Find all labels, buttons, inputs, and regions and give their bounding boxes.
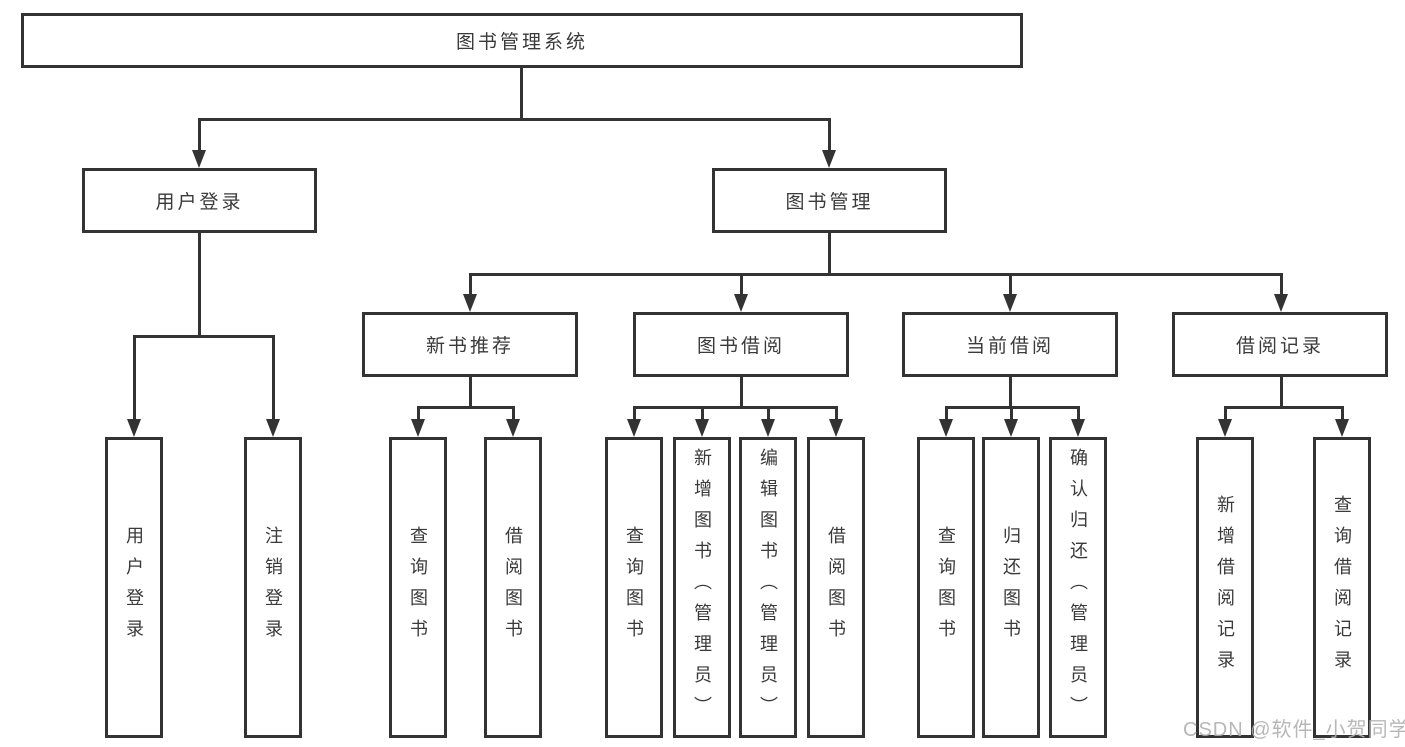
connector-to-leaf bbox=[512, 406, 515, 422]
connector-current-borrow-stub bbox=[1009, 377, 1012, 409]
leaf-edit-books-admin: 编辑图书（管理员） bbox=[739, 437, 797, 738]
node-library-management-system: 图书管理系统 bbox=[21, 13, 1023, 68]
arrow-down-icon bbox=[506, 419, 520, 437]
connector-to-new-book-recommend bbox=[469, 273, 472, 297]
connector-new-book-branch bbox=[417, 406, 514, 409]
leaf-add-books-admin: 新增图书（管理员） bbox=[673, 437, 731, 738]
connector-to-current-borrow bbox=[1009, 273, 1012, 297]
arrow-down-icon bbox=[1071, 419, 1085, 437]
connector-to-leaf bbox=[1010, 406, 1013, 422]
arrow-down-icon bbox=[1004, 419, 1018, 437]
connector-to-leaf bbox=[835, 406, 838, 422]
node-borrow-records: 借阅记录 bbox=[1172, 312, 1388, 377]
arrow-down-icon bbox=[939, 419, 953, 437]
node-current-borrow: 当前借阅 bbox=[902, 312, 1118, 377]
connector-borrow-records-branch bbox=[1224, 406, 1343, 409]
arrow-down-icon bbox=[761, 419, 775, 437]
connector-root-stub bbox=[520, 68, 523, 120]
node-new-book-recommend: 新书推荐 bbox=[362, 312, 578, 377]
connector-to-leaf bbox=[701, 406, 704, 422]
connector-to-book-management bbox=[828, 118, 831, 154]
leaf-logout: 注销登录 bbox=[244, 437, 302, 738]
connector-to-leaf bbox=[133, 335, 136, 421]
connector-to-leaf bbox=[633, 406, 636, 422]
connector-to-leaf bbox=[767, 406, 770, 422]
csdn-watermark: CSDN @软件_小贺同学 bbox=[1183, 719, 1405, 741]
arrow-down-icon bbox=[463, 294, 477, 312]
leaf-user-login: 用户登录 bbox=[105, 437, 163, 738]
connector-book-borrow-stub bbox=[740, 377, 743, 409]
arrow-down-icon bbox=[627, 419, 641, 437]
leaf-query-books: 查询图书 bbox=[917, 437, 975, 738]
connector-borrow-records-stub bbox=[1280, 377, 1283, 409]
connector-to-leaf bbox=[417, 406, 420, 422]
arrow-down-icon bbox=[411, 419, 425, 437]
leaf-query-books: 查询图书 bbox=[605, 437, 663, 738]
connector-user-login-stub bbox=[198, 233, 201, 338]
leaf-borrow-books: 借阅图书 bbox=[807, 437, 865, 738]
connector-level3-branch bbox=[469, 273, 1282, 276]
arrow-down-icon bbox=[192, 150, 206, 168]
connector-to-leaf bbox=[1224, 406, 1227, 422]
connector-to-leaf bbox=[945, 406, 948, 422]
connector-to-leaf bbox=[272, 335, 275, 421]
connector-new-book-stub bbox=[469, 377, 472, 409]
leaf-borrow-books: 借阅图书 bbox=[484, 437, 542, 738]
leaf-query-books: 查询图书 bbox=[389, 437, 447, 738]
leaf-add-borrow-record: 新增借阅记录 bbox=[1196, 437, 1254, 738]
arrow-down-icon bbox=[266, 419, 280, 437]
connector-book-management-stub bbox=[828, 233, 831, 276]
arrow-down-icon bbox=[695, 419, 709, 437]
leaf-return-books: 归还图书 bbox=[982, 437, 1040, 738]
arrow-down-icon bbox=[1335, 419, 1349, 437]
connector-book-borrow-branch bbox=[633, 406, 837, 409]
connector-to-leaf bbox=[1341, 406, 1344, 422]
node-book-management: 图书管理 bbox=[712, 168, 947, 233]
connector-to-borrow-records bbox=[1280, 273, 1283, 297]
connector-to-user-login bbox=[198, 118, 201, 154]
arrow-down-icon bbox=[829, 419, 843, 437]
arrow-down-icon bbox=[734, 294, 748, 312]
connector-to-leaf bbox=[1077, 406, 1080, 422]
node-book-borrow: 图书借阅 bbox=[633, 312, 849, 377]
leaf-confirm-return-admin: 确认归还（管理员） bbox=[1049, 437, 1107, 738]
node-user-login: 用户登录 bbox=[82, 168, 317, 233]
arrow-down-icon bbox=[822, 150, 836, 168]
connector-level2-branch bbox=[199, 118, 831, 121]
arrow-down-icon bbox=[1218, 419, 1232, 437]
leaf-query-borrow-record: 查询借阅记录 bbox=[1313, 437, 1371, 738]
connector-to-book-borrow bbox=[740, 273, 743, 297]
arrow-down-icon bbox=[1003, 294, 1017, 312]
arrow-down-icon bbox=[1274, 294, 1288, 312]
connector-user-login-branch bbox=[133, 335, 274, 338]
arrow-down-icon bbox=[127, 419, 141, 437]
